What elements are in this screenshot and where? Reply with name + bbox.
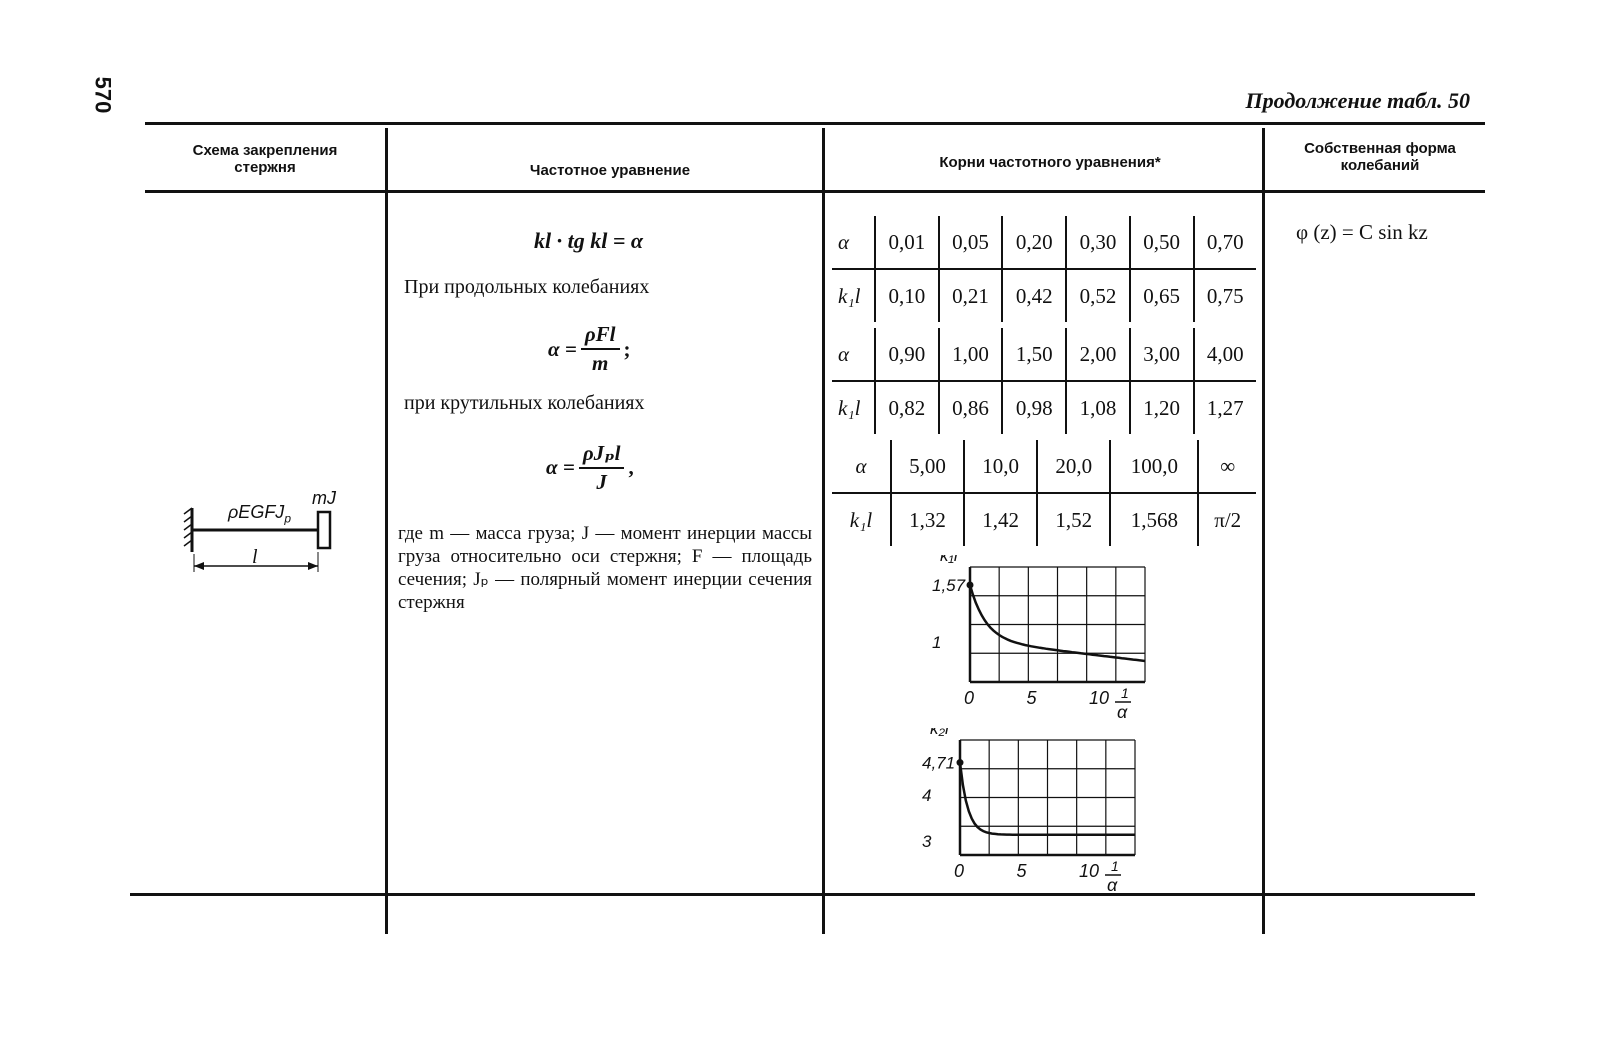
column-divider-3	[1262, 128, 1265, 934]
x-tick-label: 5	[1027, 688, 1038, 708]
table-cell: 1,27	[1192, 381, 1256, 434]
fixed-support-hatch	[183, 507, 194, 552]
table-cell: 0,05	[937, 216, 1003, 270]
roots-table-3: α 5,00 10,0 20,0 100,0 ∞ k₁l 1,32 1,42 1…	[832, 440, 1256, 546]
table-cell: ∞	[1197, 440, 1256, 494]
table-cell: 0,20	[1001, 216, 1067, 270]
table-cell: 1,568	[1109, 493, 1199, 546]
longitudinal-label: При продольных колебаниях	[404, 276, 650, 298]
k1l-symbol: k₁l	[849, 507, 873, 532]
table-cell: 20,0	[1036, 440, 1111, 494]
x-axis-label: α	[1107, 875, 1118, 893]
mass-label: mJ	[312, 488, 336, 508]
series-line	[968, 584, 1146, 663]
table-cell: 100,0	[1109, 440, 1199, 494]
table-cell: 0,10	[874, 269, 939, 322]
table-cell: 0,50	[1128, 216, 1194, 270]
table-cell: 10,0	[963, 440, 1038, 494]
marked-point	[966, 581, 974, 589]
y-tick-label: 1	[932, 633, 941, 652]
y-axis-label: k₁l	[940, 555, 959, 565]
table-cell: 1,52	[1036, 493, 1111, 546]
x-tick-label: 0	[954, 861, 964, 881]
table-row: k₁l 0,10 0,21 0,42 0,52 0,65 0,75	[832, 269, 1256, 322]
alpha-symbol: α	[832, 216, 875, 270]
table-cell: 1,42	[963, 493, 1038, 546]
table-cell: 0,90	[874, 328, 939, 382]
table-cell: 1,50	[1001, 328, 1067, 382]
y-tick-label: 3	[922, 832, 932, 851]
table-row: α 0,01 0,05 0,20 0,30 0,50 0,70	[832, 216, 1256, 270]
length-label: l	[252, 546, 258, 568]
equation-notes: где m — масса груза; J — момент инерции …	[398, 523, 812, 613]
table-cell: 1,32	[889, 493, 965, 546]
header-roots: Корни частотного уравнения*	[939, 154, 1161, 171]
column-divider-1	[385, 128, 388, 934]
x-axis-label: 1	[1121, 685, 1129, 701]
alpha-symbol: α	[832, 440, 891, 494]
table-cell: 0,70	[1192, 216, 1256, 270]
table-cell: 0,30	[1065, 216, 1130, 270]
column-divider-2	[822, 128, 825, 934]
table-cell: 1,00	[937, 328, 1003, 382]
k2l-chart: k₂l 4,71 4 3 0 5 10 1α	[922, 728, 1136, 893]
x-axis-label: α	[1117, 702, 1128, 720]
x-axis-label: 1	[1111, 858, 1119, 874]
torsional-label: при крутильных колебаниях	[404, 392, 645, 414]
table-cell: 5,00	[889, 440, 965, 494]
y-tick-label: 1,57	[932, 576, 966, 595]
table-cell: 0,65	[1128, 269, 1194, 322]
table-top-rule	[145, 122, 1485, 125]
table-cell: 4,00	[1192, 328, 1256, 382]
k1l-symbol: k₁l	[838, 283, 861, 308]
roots-table-2: α 0,90 1,00 1,50 2,00 3,00 4,00 k₁l 0,82…	[832, 328, 1256, 434]
roots-table-1: α 0,01 0,05 0,20 0,30 0,50 0,70 k₁l 0,10…	[832, 216, 1256, 322]
table-row: k₁l 1,32 1,42 1,52 1,568 π/2	[832, 493, 1256, 546]
x-tick-label: 10	[1079, 861, 1099, 881]
table-cell: 0,21	[937, 269, 1003, 322]
x-tick-label: 5	[1017, 861, 1028, 881]
table-cell: 0,52	[1065, 269, 1130, 322]
table-cell: 0,86	[937, 381, 1003, 434]
table-cell: 0,82	[874, 381, 939, 434]
table-row: α 0,90 1,00 1,50 2,00 3,00 4,00	[832, 328, 1256, 382]
table-cell: 0,01	[874, 216, 939, 270]
header-bottom-rule	[145, 190, 1485, 193]
header-shape: Собственная форма колебаний	[1304, 140, 1456, 174]
table-cell: 2,00	[1065, 328, 1130, 382]
frequency-equation: kl · tg kl = α	[534, 228, 644, 253]
table-cell: 1,08	[1065, 381, 1130, 434]
x-tick-label: 10	[1089, 688, 1109, 708]
roots-table-block: α 0,01 0,05 0,20 0,30 0,50 0,70 k₁l 0,10…	[832, 216, 1258, 546]
alpha-symbol: α	[832, 328, 875, 382]
y-tick-label: 4	[922, 786, 931, 805]
table-cell: 0,75	[1192, 269, 1256, 322]
k1l-symbol: k₁l	[838, 395, 861, 420]
end-mass-block	[316, 510, 332, 550]
y-axis-label: k₂l	[930, 728, 950, 738]
table-cell: 0,98	[1001, 381, 1067, 434]
table-cell: 1,20	[1128, 381, 1194, 434]
table-continuation-label: Продолжение табл. 50	[1245, 88, 1470, 113]
beam-parameters-label: ρEGFJp	[228, 502, 291, 526]
y-tick-label: 4,71	[922, 754, 955, 773]
x-tick-label: 0	[964, 688, 974, 708]
header-scheme: Схема закрепления стержня	[192, 142, 338, 176]
beam-scheme-diagram	[183, 507, 332, 572]
table-row: k₁l 0,82 0,86 0,98 1,08 1,20 1,27	[832, 381, 1256, 434]
page-number: 570	[90, 76, 116, 114]
series-line	[958, 762, 1135, 837]
table-cell: 0,42	[1001, 269, 1067, 322]
table-row: α 5,00 10,0 20,0 100,0 ∞	[832, 440, 1256, 494]
table-cell: 3,00	[1128, 328, 1194, 382]
mode-shape-formula: φ (z) = C sin kz	[1296, 220, 1428, 244]
table-bottom-rule	[130, 893, 1475, 896]
table-cell: π/2	[1197, 493, 1256, 546]
marked-point	[956, 759, 964, 767]
header-equation: Частотное уравнение	[529, 162, 691, 179]
